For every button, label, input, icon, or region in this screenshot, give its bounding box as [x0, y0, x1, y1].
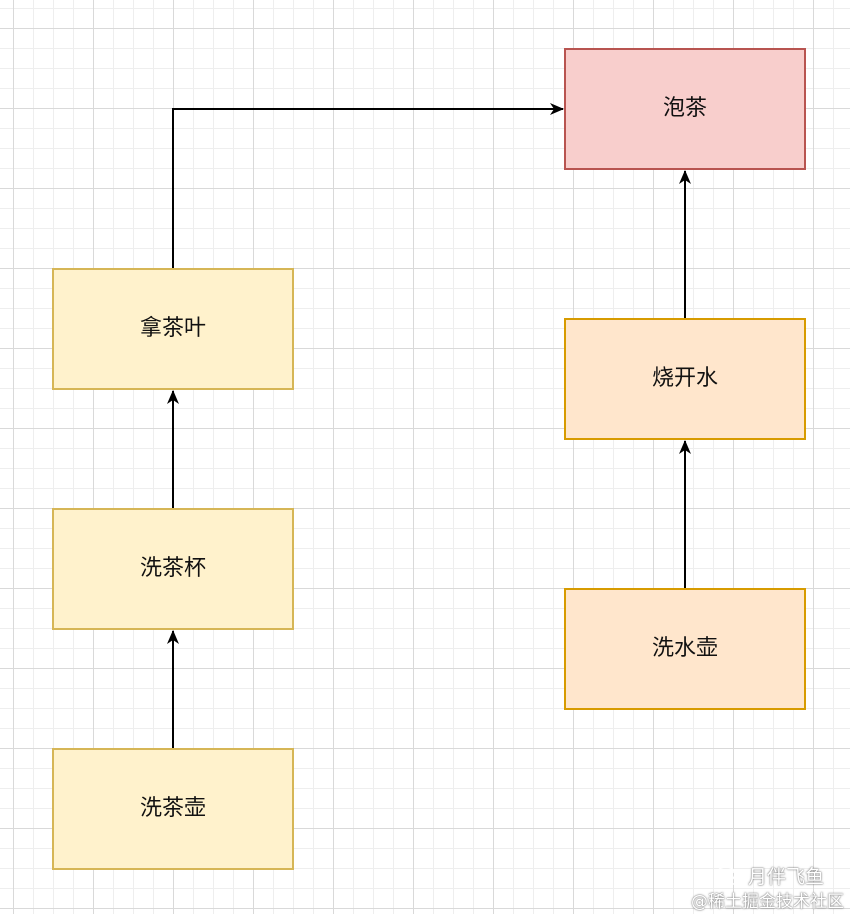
watermark-brand-text: 月伴飞鱼 — [747, 866, 824, 888]
node-wash-teapot[interactable]: 洗茶壶 — [52, 748, 294, 870]
node-get-tea-leaves-label: 拿茶叶 — [139, 316, 206, 341]
watermark-brand: 月伴飞鱼 — [716, 862, 824, 889]
wechat-icon — [716, 865, 742, 885]
node-wash-kettle[interactable]: 洗水壶 — [564, 588, 806, 710]
node-wash-teapot-label: 洗茶壶 — [139, 796, 206, 821]
node-wash-cups-label: 洗茶杯 — [139, 556, 206, 581]
node-boil-water-label: 烧开水 — [651, 366, 718, 391]
node-wash-kettle-label: 洗水壶 — [651, 636, 718, 661]
node-wash-cups[interactable]: 洗茶杯 — [52, 508, 294, 630]
node-get-tea-leaves[interactable]: 拿茶叶 — [52, 268, 294, 390]
node-brew-tea-label: 泡茶 — [662, 96, 707, 121]
watermark-site: @稀土掘金技术社区 — [691, 892, 844, 912]
node-boil-water[interactable]: 烧开水 — [564, 318, 806, 440]
node-brew-tea[interactable]: 泡茶 — [564, 48, 806, 170]
edge-get-tea-leaves-to-brew-tea — [172, 103, 564, 268]
